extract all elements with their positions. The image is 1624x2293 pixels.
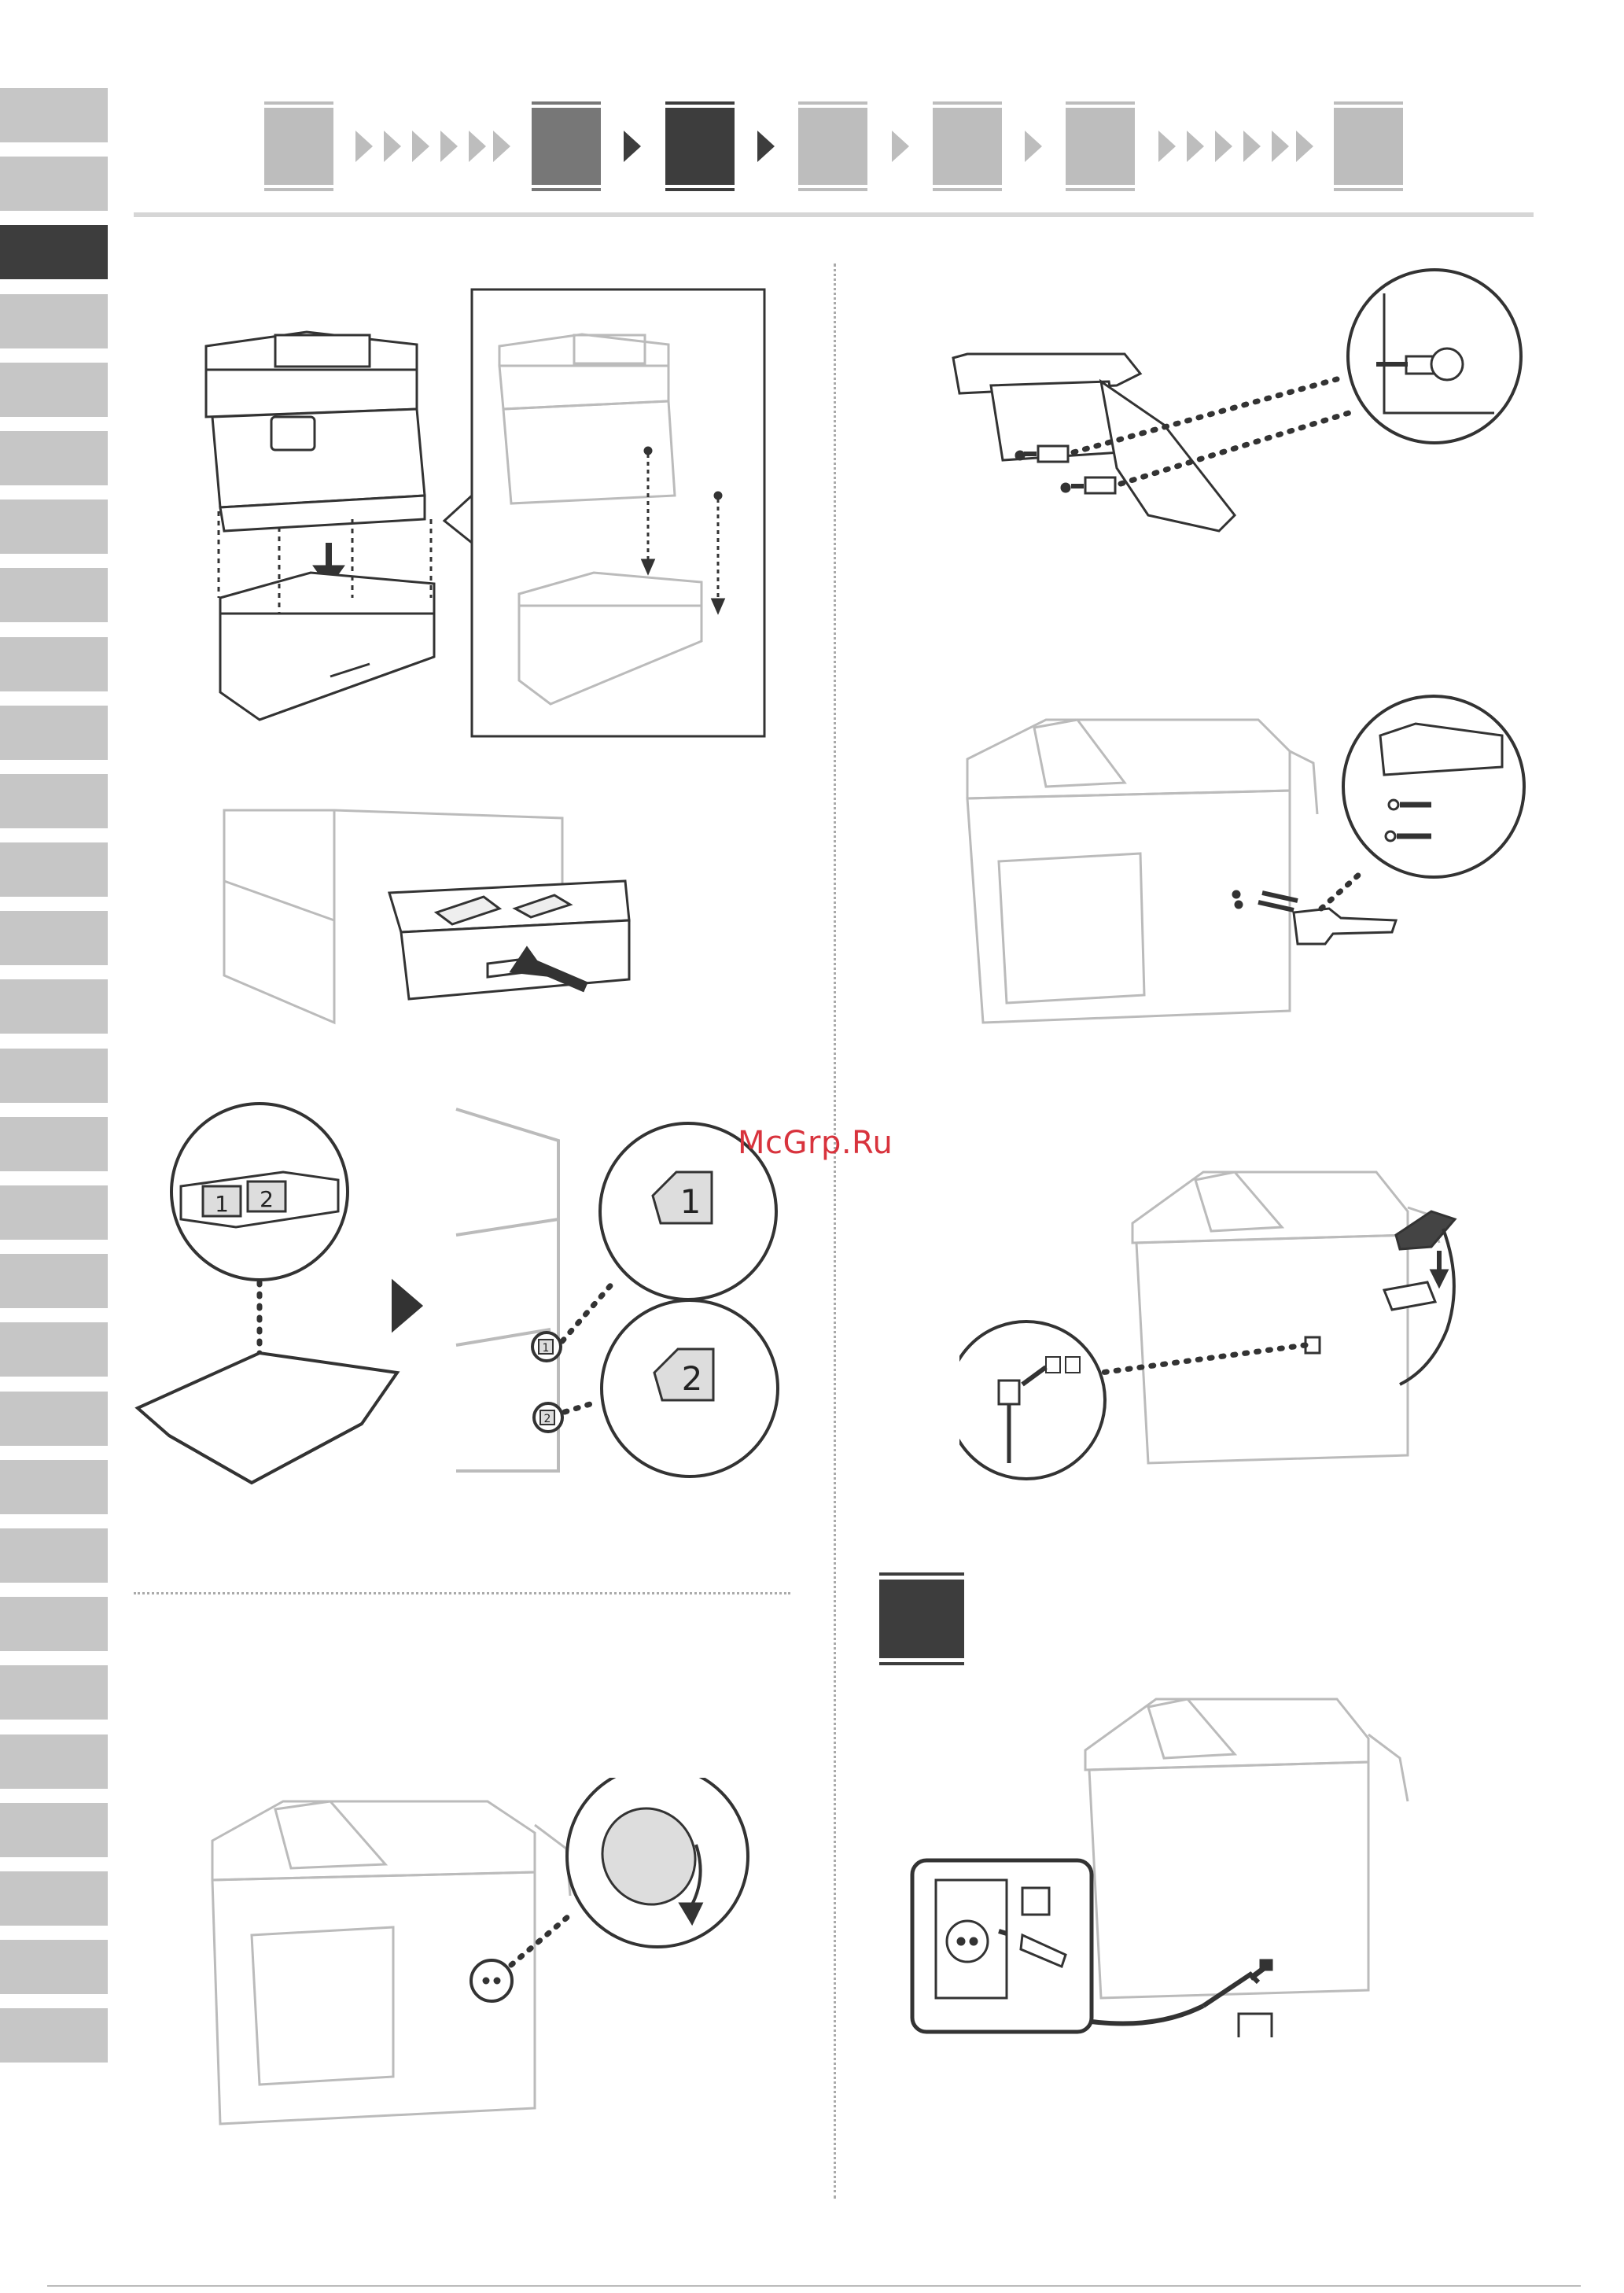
language-tab[interactable]: [0, 2008, 108, 2063]
drawer-tag-2: 2: [544, 1413, 551, 1425]
step-6: [1066, 108, 1135, 185]
language-tab[interactable]: [0, 1392, 108, 1446]
figure-drawer-stickers: 1 2 1 2 1 2: [134, 1093, 794, 1495]
figure-connect-power: [904, 1691, 1486, 2037]
chevron-icon: [624, 131, 641, 162]
language-tab[interactable]: [0, 431, 108, 485]
language-tab[interactable]: [0, 1528, 108, 1583]
figure-remove-cap: [204, 1778, 771, 2171]
chevron-icon: [412, 131, 429, 162]
language-tab[interactable]: [0, 774, 108, 828]
language-tab[interactable]: [0, 500, 108, 554]
footer-rule: [47, 2285, 1581, 2287]
step-3-current: [665, 108, 735, 185]
chevron-icon: [493, 131, 510, 162]
chevron-icon: [1187, 131, 1204, 162]
section-divider: [134, 1592, 790, 1594]
language-tab[interactable]: [0, 1871, 108, 1926]
language-tab[interactable]: [0, 637, 108, 691]
language-tab[interactable]: [0, 1254, 108, 1308]
sticker-label-1: 1: [215, 1191, 229, 1217]
step-2: [532, 108, 601, 185]
language-tab[interactable]: [0, 842, 108, 897]
language-tab[interactable]: [0, 294, 108, 348]
language-tab[interactable]: [0, 1940, 108, 1994]
chevron-icon: [1272, 131, 1289, 162]
language-tab[interactable]: [0, 568, 108, 622]
language-tab[interactable]: [0, 1049, 108, 1103]
step-4: [798, 108, 867, 185]
step-7: [1334, 108, 1403, 185]
figure-install-on-feeder: [189, 283, 771, 739]
chevron-icon: [757, 131, 775, 162]
watermark: McGrp.Ru: [738, 1125, 893, 1161]
language-tabs: [0, 88, 108, 2077]
chevron-icon: [1158, 131, 1176, 162]
chevron-icon: [1025, 131, 1042, 162]
language-tab[interactable]: [0, 1322, 108, 1377]
chevron-icon: [1215, 131, 1232, 162]
chevron-icon: [384, 131, 401, 162]
language-tab[interactable]: [0, 1117, 108, 1171]
language-tab[interactable]: [0, 1597, 108, 1651]
language-tab[interactable]: [0, 363, 108, 417]
callout-label-1: 1: [680, 1182, 702, 1221]
figure-connect-handset: [959, 1164, 1526, 1502]
callout-label-2: 2: [682, 1359, 703, 1398]
step-progress: [0, 0, 1624, 205]
step-1: [264, 108, 333, 185]
chevron-icon: [440, 131, 458, 162]
step-5: [933, 108, 1002, 185]
chevron-icon: [892, 131, 909, 162]
language-tab[interactable]: [0, 1803, 108, 1857]
language-tab[interactable]: [0, 1460, 108, 1514]
figure-attach-holder: [959, 688, 1541, 1027]
chevron-icon: [469, 131, 486, 162]
chevron-icon: [1296, 131, 1313, 162]
figure-handset-pins: [944, 264, 1526, 562]
language-tab[interactable]: [0, 1665, 108, 1720]
language-tab-active[interactable]: [0, 225, 108, 279]
language-tab[interactable]: [0, 979, 108, 1034]
header-divider: [134, 212, 1534, 217]
column-divider: [834, 264, 836, 2199]
chevron-icon: [355, 131, 373, 162]
figure-insert-cassette: [216, 802, 657, 1030]
chevron-icon: [1243, 131, 1261, 162]
language-tab[interactable]: [0, 706, 108, 760]
step-marker: [879, 1580, 964, 1658]
language-tab[interactable]: [0, 1185, 108, 1240]
drawer-tag-1: 1: [543, 1342, 550, 1355]
language-tab[interactable]: [0, 1734, 108, 1789]
language-tab[interactable]: [0, 911, 108, 965]
sticker-label-2: 2: [260, 1186, 274, 1212]
